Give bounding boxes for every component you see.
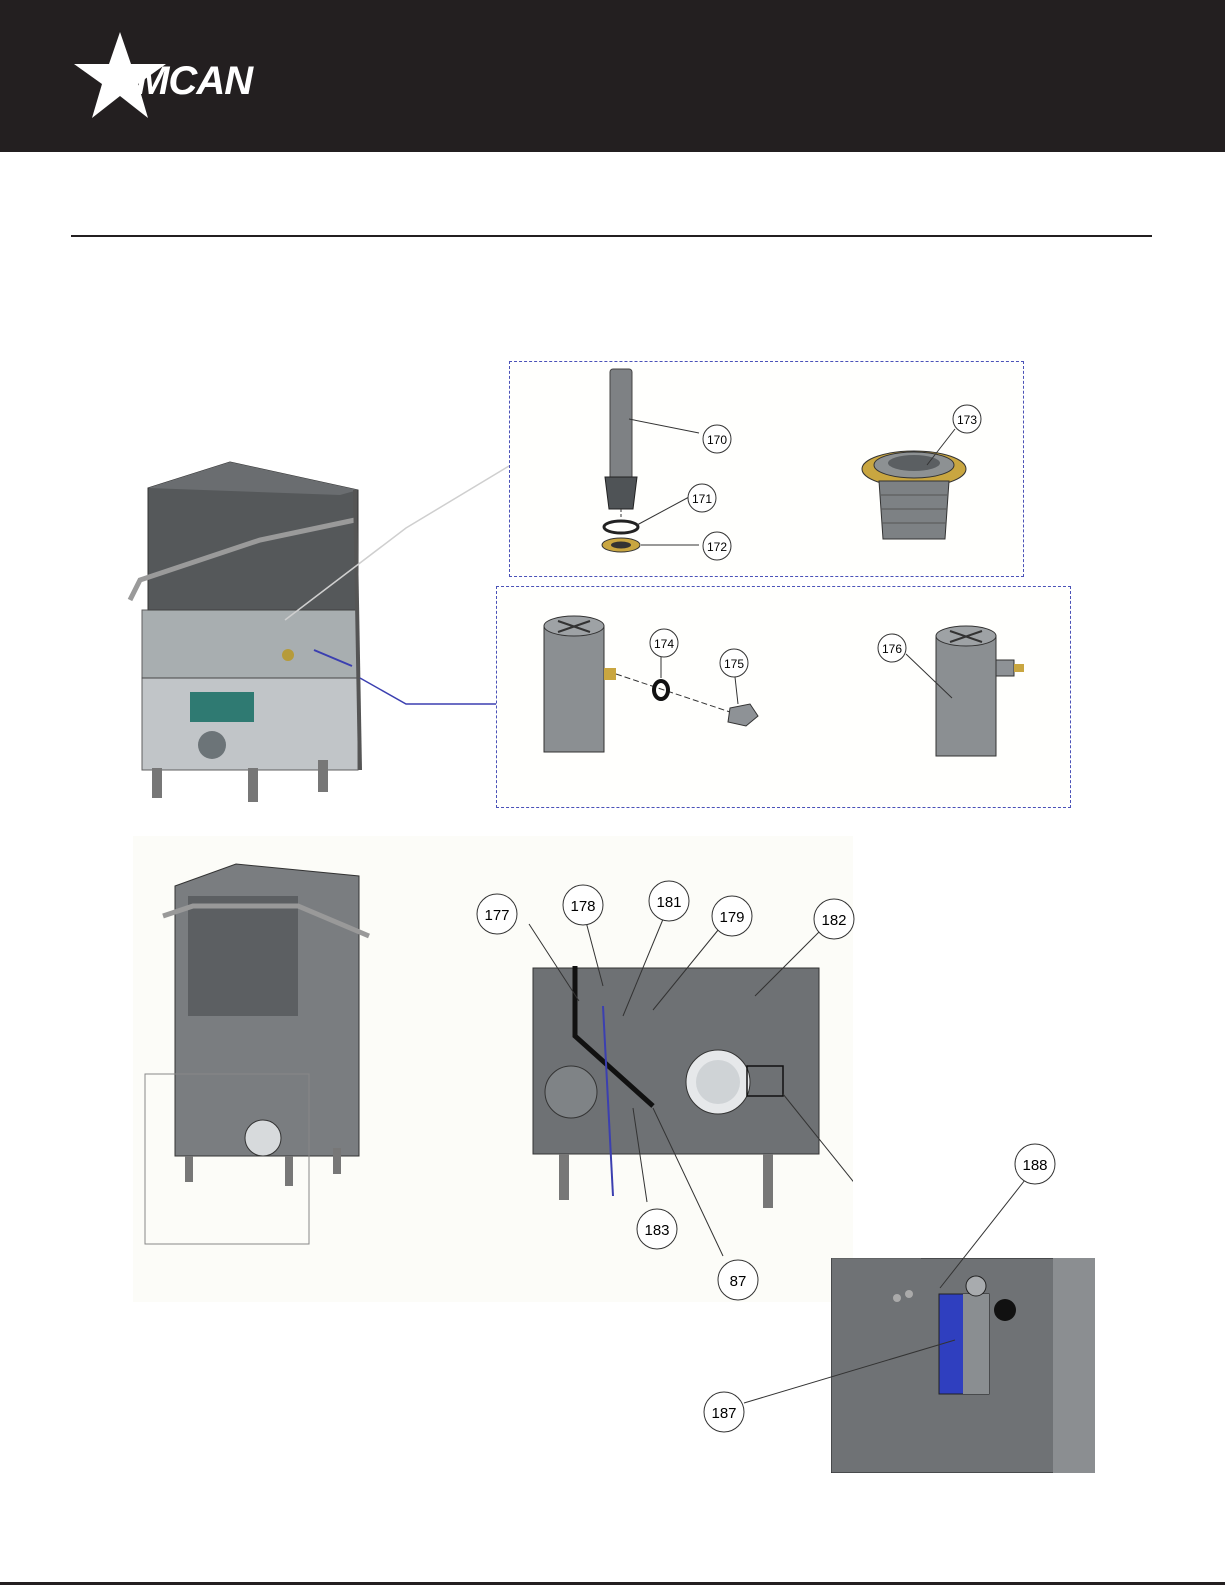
svg-text:175: 175 (724, 657, 744, 671)
callout-171: 171 (688, 484, 716, 512)
callout-174: 174 (650, 629, 678, 657)
svg-text:174: 174 (654, 637, 674, 651)
svg-text:87: 87 (730, 1273, 747, 1290)
svg-text:171: 171 (692, 492, 712, 506)
svg-text:173: 173 (957, 413, 977, 427)
svg-text:182: 182 (821, 912, 846, 929)
svg-text:177: 177 (484, 907, 509, 924)
callout-183: 183 (637, 1209, 677, 1249)
callout-182: 182 (814, 899, 854, 939)
callout-179: 179 (712, 896, 752, 936)
svg-text:179: 179 (719, 909, 744, 926)
callout-178: 178 (563, 885, 603, 925)
callout-188: 188 (1015, 1144, 1055, 1184)
svg-text:178: 178 (570, 898, 595, 915)
svg-text:172: 172 (707, 540, 727, 554)
callout-170: 170 (703, 425, 731, 453)
svg-text:170: 170 (707, 433, 727, 447)
callout-176: 176 (878, 634, 906, 662)
svg-text:183: 183 (644, 1222, 669, 1239)
svg-text:181: 181 (656, 894, 681, 911)
callout-172: 172 (703, 532, 731, 560)
callout-87: 87 (718, 1260, 758, 1300)
callout-177: 177 (477, 894, 517, 934)
svg-text:187: 187 (711, 1405, 736, 1422)
callout-175: 175 (720, 649, 748, 677)
callout-187: 187 (704, 1392, 744, 1432)
callout-181: 181 (649, 881, 689, 921)
svg-text:176: 176 (882, 642, 902, 656)
callout-173: 173 (953, 405, 981, 433)
svg-text:188: 188 (1022, 1157, 1047, 1174)
